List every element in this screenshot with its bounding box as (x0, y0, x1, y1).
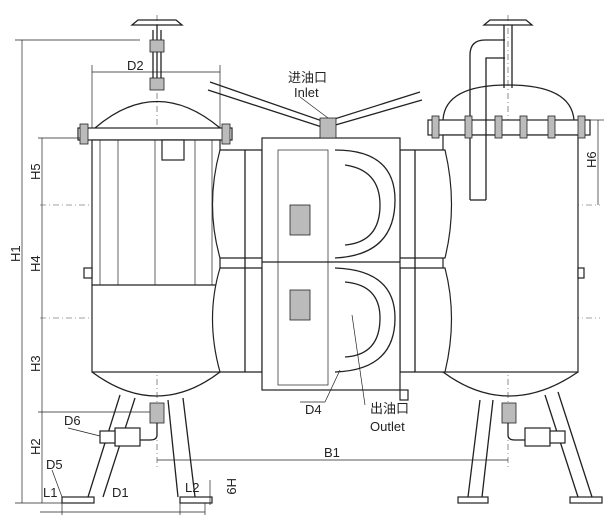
drain-valves (99, 402, 566, 447)
support-legs (61, 391, 603, 504)
label-outlet-en: Outlet (370, 419, 405, 434)
label-d4: D4 (305, 402, 322, 417)
dimension-labels: D2 进油口 Inlet H1 H5 H4 H3 H2 H6 H9 D6 D5 … (8, 58, 599, 500)
label-outlet-cn: 出油口 (370, 401, 409, 416)
label-h4: H4 (28, 255, 43, 272)
changeover-valve (261, 137, 409, 401)
flange-bolts (431, 115, 586, 139)
label-h1: H1 (8, 245, 23, 262)
connecting-bulbs (211, 149, 453, 373)
label-d1: D1 (112, 485, 129, 500)
label-l1: L1 (43, 485, 57, 500)
label-b1: B1 (324, 445, 340, 460)
label-h9: H9 (224, 478, 239, 495)
right-filter-vessel (427, 19, 591, 397)
label-d2: D2 (127, 58, 144, 73)
label-d6: D6 (64, 413, 81, 428)
label-inlet-en: Inlet (294, 85, 319, 100)
label-l2: L2 (185, 480, 199, 495)
label-h6: H6 (584, 151, 599, 168)
changeover-lever (207, 81, 423, 139)
left-filter-vessel (77, 19, 233, 397)
label-inlet-cn: 进油口 (288, 70, 327, 85)
dimension-lines (15, 39, 604, 515)
label-d5: D5 (46, 457, 63, 472)
label-h2: H2 (28, 438, 43, 455)
label-h5: H5 (28, 163, 43, 180)
label-h3: H3 (28, 355, 43, 372)
